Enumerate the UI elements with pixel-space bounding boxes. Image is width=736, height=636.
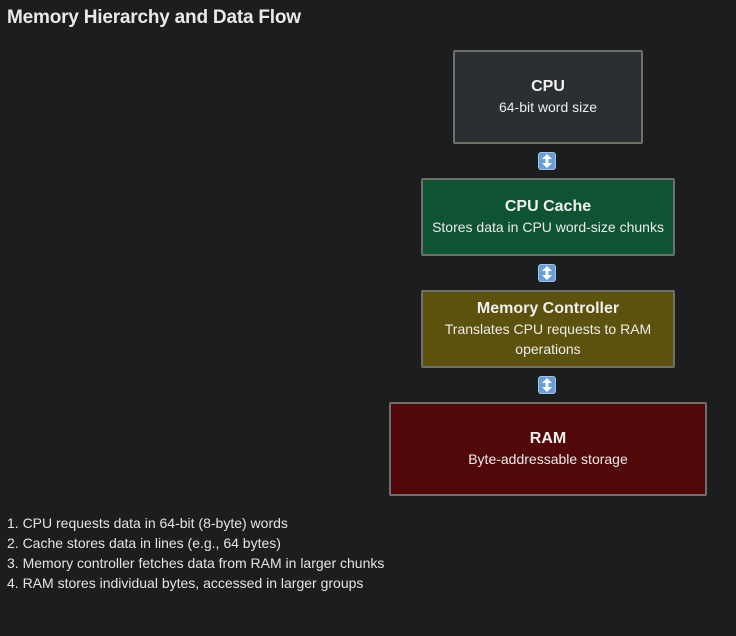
memory-controller-box-desc: Translates CPU requests to RAM operation… bbox=[444, 321, 652, 357]
note-item: 3. Memory controller fetches data from R… bbox=[7, 555, 385, 571]
note-item: 1. CPU requests data in 64-bit (8-byte) … bbox=[7, 515, 288, 531]
ram-box-desc: Byte-addressable storage bbox=[468, 451, 628, 467]
notes-list: 1. CPU requests data in 64-bit (8-byte) … bbox=[7, 513, 384, 593]
cpu-cache-box-desc: Stores data in CPU word-size chunks bbox=[432, 219, 664, 235]
memory-controller-box: Memory Controller Translates CPU request… bbox=[421, 290, 675, 368]
cpu-box: CPU 64-bit word size bbox=[453, 50, 643, 144]
cpu-cache-box: CPU Cache Stores data in CPU word-size c… bbox=[421, 178, 675, 256]
ram-box: RAM Byte-addressable storage bbox=[389, 402, 707, 496]
memory-controller-box-name: Memory Controller bbox=[476, 300, 620, 317]
cpu-box-desc: 64-bit word size bbox=[498, 99, 598, 115]
up-down-arrow-icon bbox=[538, 152, 556, 170]
cpu-box-name: CPU bbox=[531, 78, 565, 95]
up-down-arrow-icon bbox=[538, 264, 556, 282]
ram-box-name: RAM bbox=[529, 430, 567, 447]
cpu-cache-box-name: CPU Cache bbox=[504, 198, 592, 215]
note-item: 2. Cache stores data in lines (e.g., 64 … bbox=[7, 535, 281, 551]
up-down-arrow-icon bbox=[538, 376, 556, 394]
page-title: Memory Hierarchy and Data Flow bbox=[7, 7, 301, 28]
note-item: 4. RAM stores individual bytes, accessed… bbox=[7, 575, 364, 591]
